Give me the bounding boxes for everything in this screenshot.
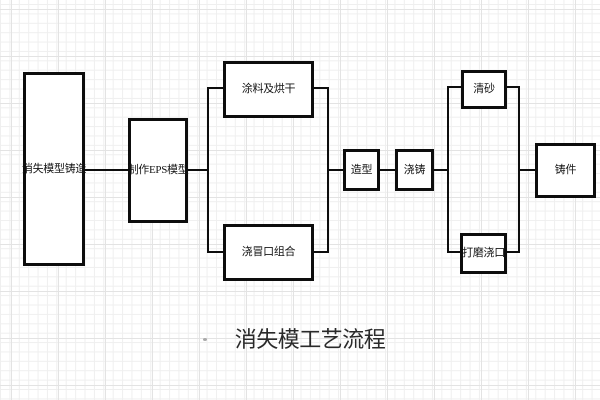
node-label: 造型 <box>350 163 373 176</box>
connector-stub-to-riser <box>209 251 225 253</box>
connector-stub-to-grindgate <box>449 251 462 253</box>
flow-node-make-eps-model: 制作EPS模型 <box>127 118 189 223</box>
connector-merge-to-castingpart <box>520 169 537 171</box>
paper-speck-artifact <box>203 338 207 341</box>
flow-node-sand-cleaning: 清砂 <box>461 70 507 109</box>
connector-casting-to-epsmodel <box>84 169 130 171</box>
flow-node-grind-gate: 打磨浇口 <box>460 233 507 274</box>
flow-node-coating-and-drying: 涂料及烘干 <box>223 61 314 118</box>
flow-node-pouring: 浇铸 <box>395 149 434 191</box>
connector-branch2-left-vertical <box>447 86 449 253</box>
connector-branch1-right-vertical <box>327 87 329 253</box>
connector-stub-from-riser <box>312 251 329 253</box>
node-label: 浇冒口组合 <box>241 246 296 258</box>
connector-branch2-right-vertical <box>518 86 520 253</box>
connector-stub-from-grindgate <box>505 251 520 253</box>
flow-node-molding: 造型 <box>343 149 380 191</box>
flow-node-casting-part: 铸件 <box>535 143 596 198</box>
flow-node-lost-foam-model-casting: 消失模型铸造 <box>21 72 87 266</box>
node-label: 打磨浇口 <box>462 247 505 259</box>
node-label: 制作EPS模型 <box>127 164 189 176</box>
connector-stub-from-sandcleaning <box>505 86 520 88</box>
connector-stub-from-coating <box>312 87 329 89</box>
connector-molding-to-pouring <box>378 169 397 171</box>
node-label: 涂料及烘干 <box>241 83 296 95</box>
connector-branch1-left-vertical <box>207 87 209 253</box>
diagram-title: 消失模工艺流程 <box>234 327 386 352</box>
connector-stub-to-sandcleaning <box>449 86 463 88</box>
node-label: 铸件 <box>554 164 577 176</box>
connector-epsmodel-to-branch <box>186 169 209 171</box>
connector-merge-to-molding <box>329 169 345 171</box>
node-label: 清砂 <box>473 83 495 95</box>
node-label: 浇铸 <box>403 163 426 176</box>
connector-pouring-to-branch <box>432 169 449 171</box>
node-label: 消失模型铸造 <box>21 162 87 175</box>
flow-node-gating-riser-assembly: 浇冒口组合 <box>223 224 314 281</box>
connector-stub-to-coating <box>209 87 225 89</box>
